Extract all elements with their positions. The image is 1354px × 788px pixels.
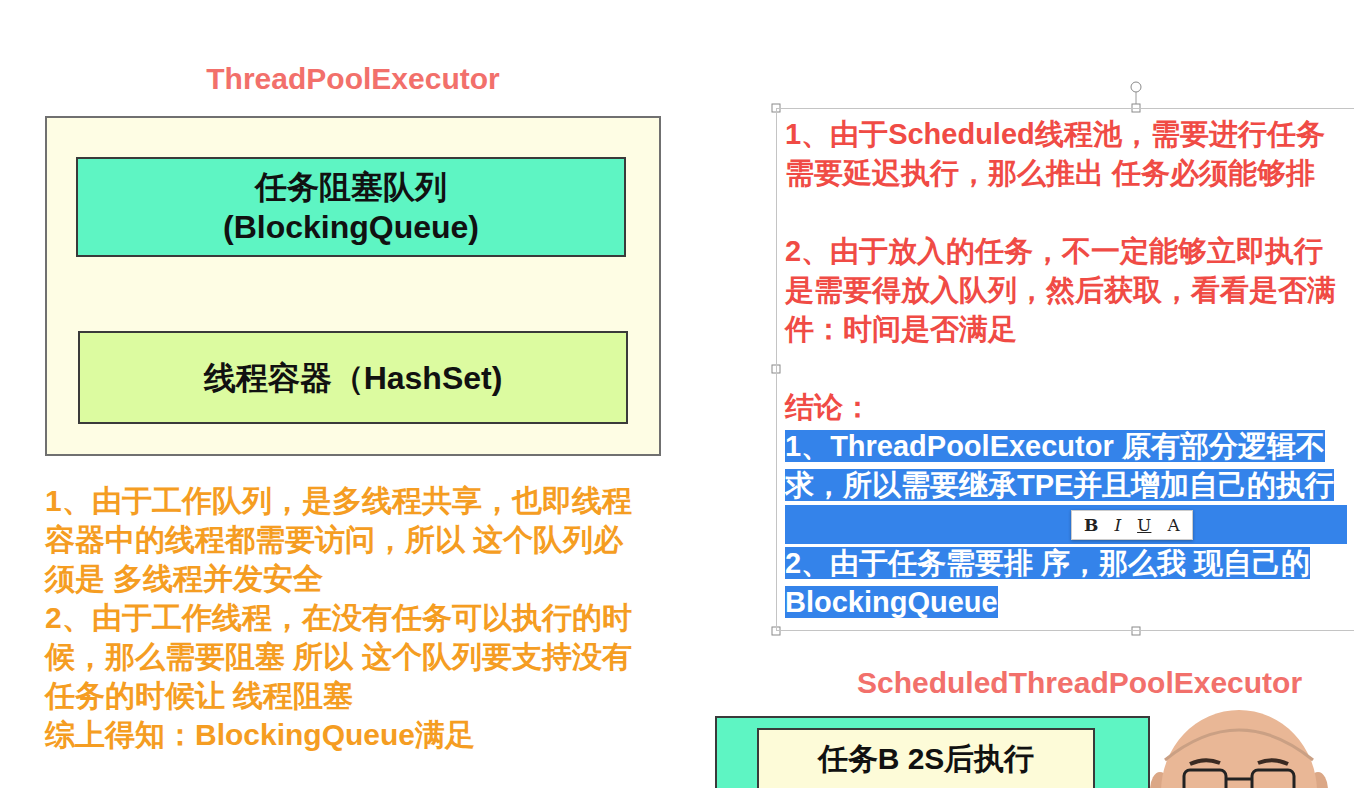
rotate-handle [1131, 82, 1141, 92]
toolbar-button: B [1084, 515, 1098, 535]
heading-holder: ScheduledThreadPoolExecutor [857, 666, 1302, 700]
head [1161, 710, 1317, 788]
resize-handle [1132, 627, 1140, 635]
box-label: 任务B 2S后执行 [818, 740, 1035, 778]
highlighted-text: 2、由于任务需要排 序，那么我 现自己的BlockingQueue [785, 547, 1310, 618]
diagram-title: ThreadPoolExecutor [206, 62, 499, 95]
queue-box: 任务阻塞队列 (BlockingQueue) [76, 157, 626, 257]
explanation-text: 综上得知：BlockingQueue满足 [45, 715, 650, 754]
notes-block: 1、由于工作队列，是多线程共享，也即线程容器中的线程都需要访问，所以 这个队列必… [45, 481, 650, 754]
note-text: 结论： [785, 391, 872, 423]
diagram-title: ScheduledThreadPoolExecutor [857, 666, 1302, 699]
heading-holder: ThreadPoolExecutor [47, 62, 659, 96]
glasses-bridge [1226, 778, 1252, 781]
highlighted-text: 1、ThreadPoolExecutor 原有部分逻辑不 求，所以需要继承TPE… [785, 430, 1334, 501]
paragraph-holder: 1、ThreadPoolExecutor 原有部分逻辑不 求，所以需要继承TPE… [785, 427, 1347, 505]
paragraph-holder: 1、由于Scheduled线程池，需要进行任务 需要延迟执行，那么推出 任务必须… [785, 115, 1347, 193]
highlighted-blank-line: BIUA [785, 505, 1347, 544]
glasses-lens [1252, 770, 1294, 788]
glasses-lens [1184, 770, 1226, 788]
explanation-text: 1、由于工作队列，是多线程共享，也即线程容器中的线程都需要访问，所以 这个队列必… [45, 481, 650, 598]
toolbar-button: A [1167, 515, 1179, 535]
eyebrow [1190, 760, 1220, 764]
executor-container: 任务阻塞队列 (BlockingQueue)线程容器（HashSet)Threa… [45, 116, 661, 456]
paragraph-holder: 2、由于任务需要排 序，那么我 现自己的BlockingQueue [785, 544, 1347, 622]
text-frame: 1、由于Scheduled线程池，需要进行任务 需要延迟执行，那么推出 任务必须… [776, 108, 1354, 631]
eyebrow [1258, 760, 1288, 764]
thread-set-box: 线程容器（HashSet) [78, 331, 628, 424]
toolbar-button: I [1114, 515, 1121, 535]
box-label: 任务阻塞队列 (BlockingQueue) [181, 167, 521, 247]
rotate-stem [1136, 92, 1137, 104]
format-toolbar: BIUA [1071, 510, 1193, 540]
paragraph-holder: 结论： [785, 388, 1347, 427]
note-text: 2、由于放入的任务，不一定能够立即执行 是需要得放入队列，然后获取，看看是否满 … [785, 235, 1336, 345]
scheduled-container: 任务B 2S后执行ScheduledThreadPoolExecutor [715, 716, 1150, 788]
explanation-text: 2、由于工作线程，在没有任务可以执行的时候，那么需要阻塞 所以 这个队列要支持没… [45, 598, 650, 715]
toolbar-button: U [1137, 515, 1151, 535]
presenter-webcam [1150, 710, 1328, 788]
task-box: 任务B 2S后执行 [757, 728, 1095, 788]
box-label: 线程容器（HashSet) [204, 358, 503, 398]
scalp-shade [1165, 730, 1313, 760]
paragraph-holder: 2、由于放入的任务，不一定能够立即执行 是需要得放入队列，然后获取，看看是否满 … [785, 232, 1347, 349]
note-text: 1、由于Scheduled线程池，需要进行任务 需要延迟执行，那么推出 任务必须… [785, 118, 1325, 189]
